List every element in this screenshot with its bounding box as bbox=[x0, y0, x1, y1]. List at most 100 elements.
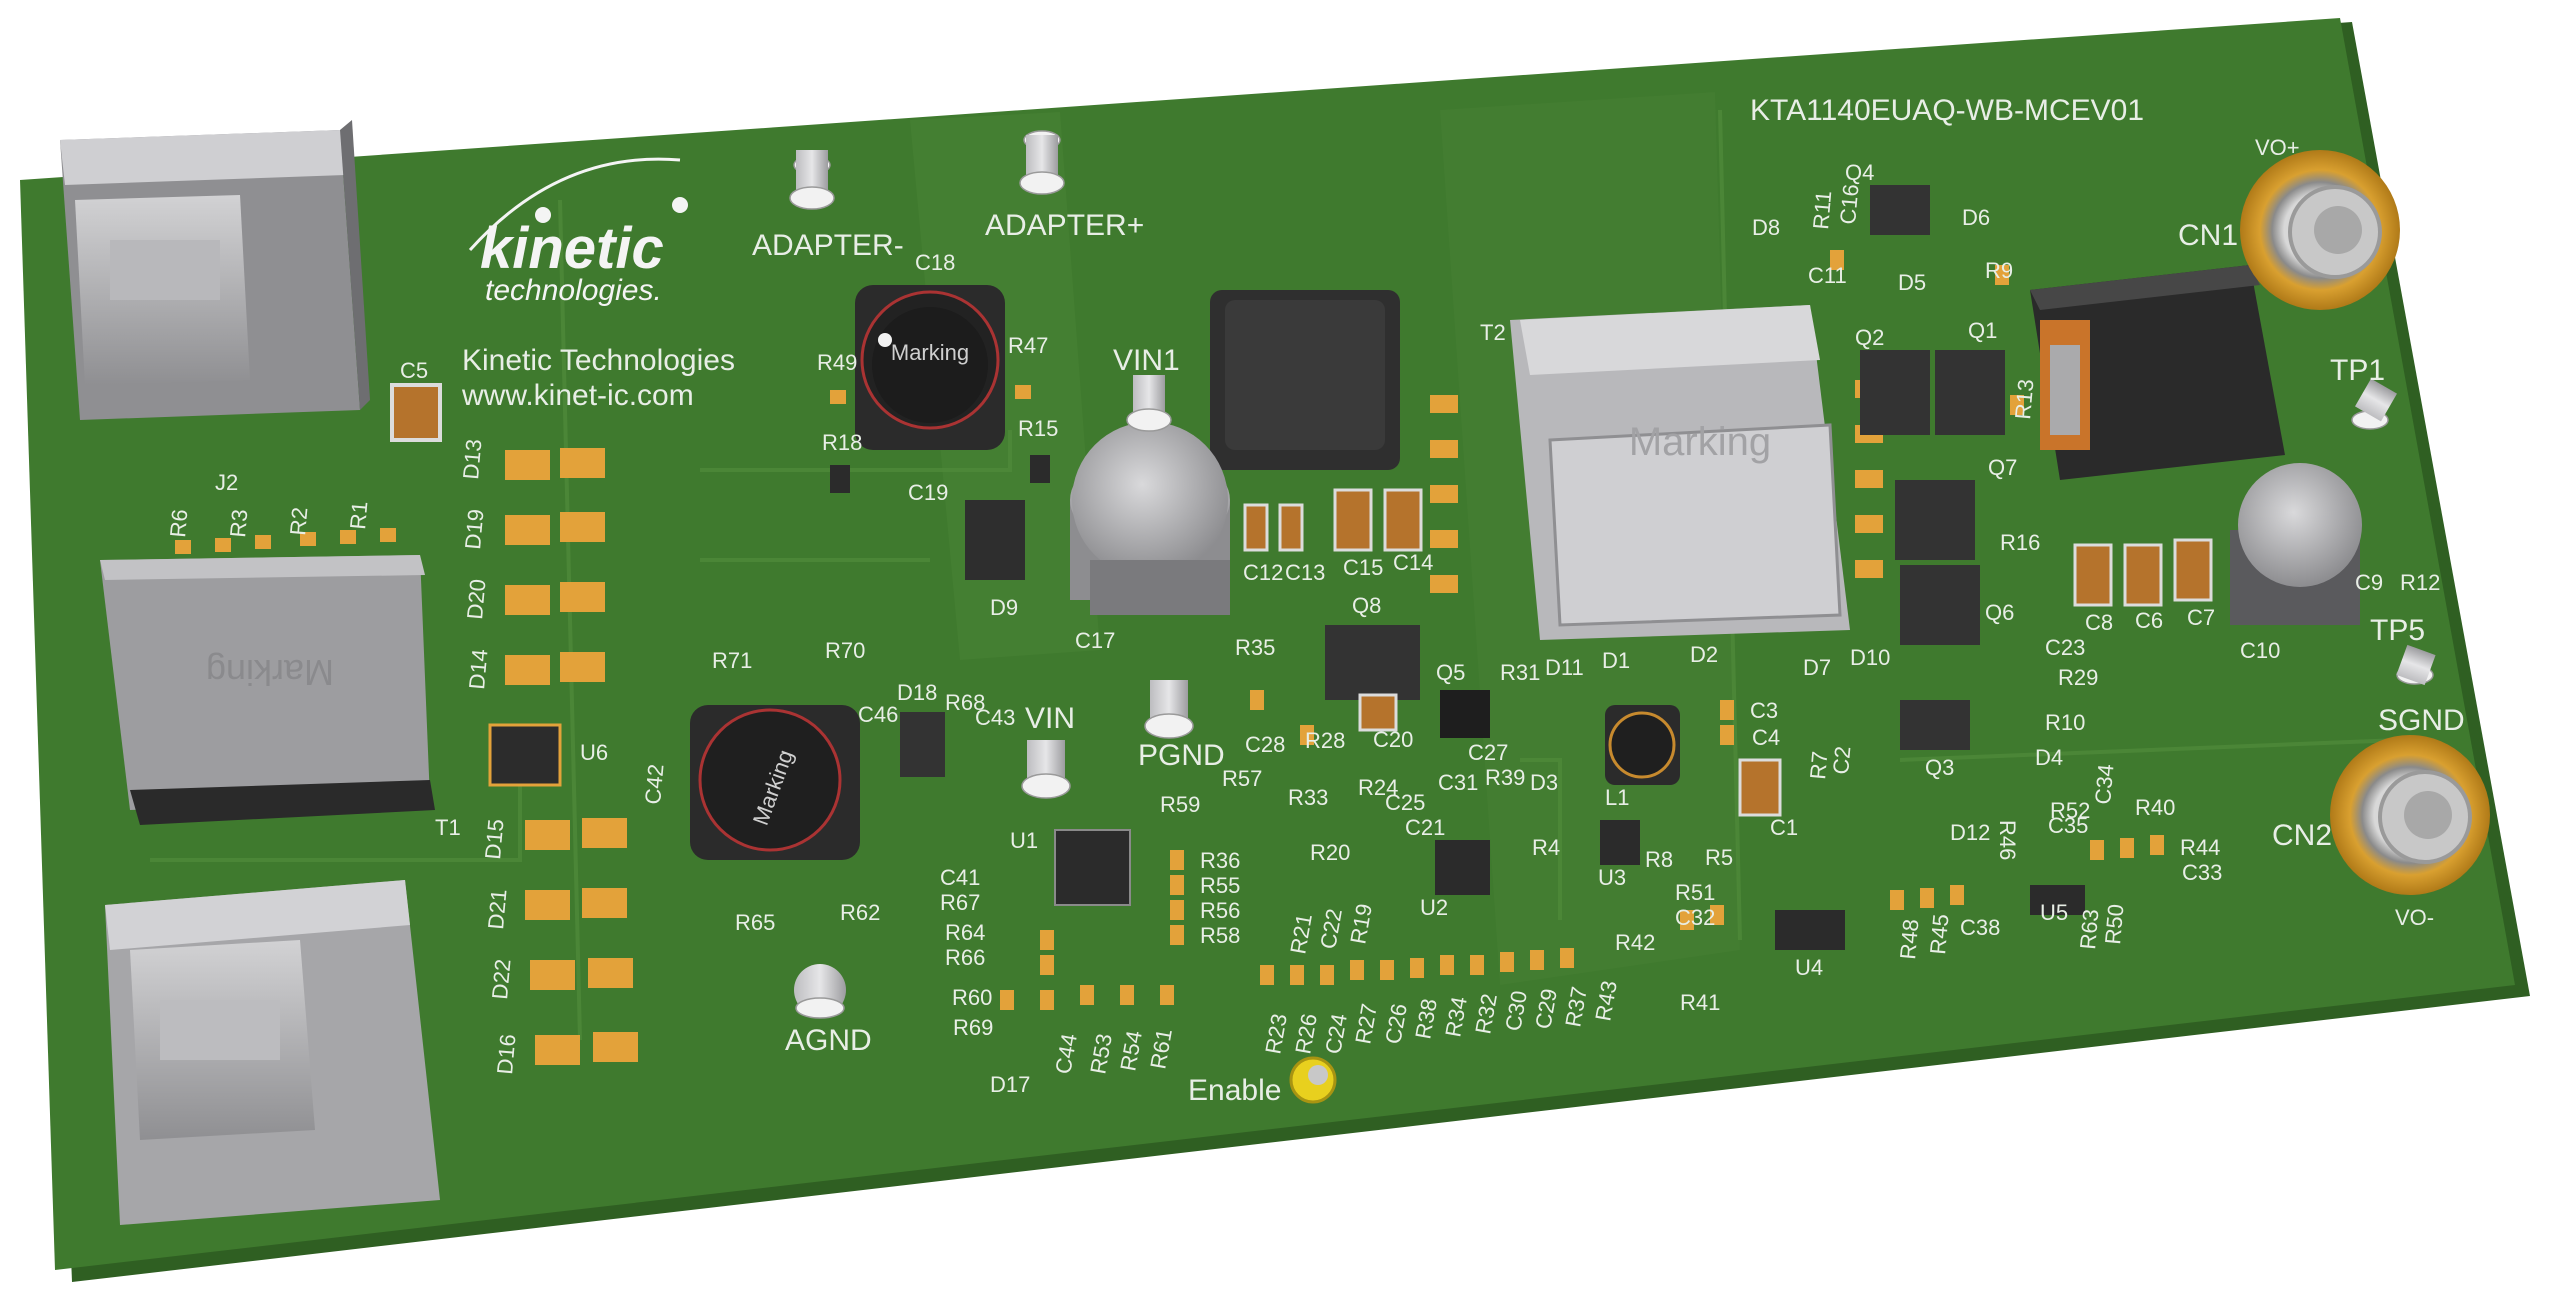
label-r20: R20 bbox=[1310, 840, 1350, 865]
label-tp5: TP5 bbox=[2370, 614, 2425, 647]
company-website: www.kinet-ic.com bbox=[461, 379, 694, 412]
label-d17: D17 bbox=[990, 1072, 1030, 1097]
label-r67: R67 bbox=[940, 890, 980, 915]
label-r24: R24 bbox=[1358, 775, 1398, 800]
label-r18: R18 bbox=[822, 430, 862, 455]
ic-d9 bbox=[965, 500, 1025, 580]
label-u6: U6 bbox=[580, 740, 608, 765]
kinetic-logo: kinetic technologies. bbox=[468, 157, 688, 307]
label-c25: C25 bbox=[1385, 790, 1425, 815]
test-point-adapter-plus[interactable] bbox=[1019, 130, 1065, 195]
label-r33: R33 bbox=[1288, 785, 1328, 810]
label-r13: R13 bbox=[2010, 378, 2038, 420]
label-l1: L1 bbox=[1605, 785, 1629, 810]
label-r15: R15 bbox=[1018, 416, 1058, 441]
label-vin1: VIN1 bbox=[1113, 344, 1180, 377]
label-c31: C31 bbox=[1438, 770, 1478, 795]
logo-text-kinetic: kinetic bbox=[480, 216, 664, 281]
label-q1: Q1 bbox=[1968, 318, 1997, 343]
inductor-l5: Marking bbox=[690, 705, 860, 860]
label-c19: C19 bbox=[908, 480, 948, 505]
label-c21: C21 bbox=[1405, 815, 1445, 840]
label-r36: R36 bbox=[1200, 848, 1240, 873]
label-d19: D19 bbox=[460, 508, 488, 550]
label-d1: D1 bbox=[1602, 648, 1630, 673]
label-d5: D5 bbox=[1898, 270, 1926, 295]
label-d11: D11 bbox=[1545, 655, 1584, 680]
label-c41: C41 bbox=[940, 865, 980, 890]
label-t1: T1 bbox=[435, 815, 461, 840]
label-r68: R68 bbox=[945, 690, 985, 715]
label-c1: C1 bbox=[1770, 815, 1798, 840]
test-point-enable[interactable] bbox=[1289, 1056, 1337, 1104]
label-d14: D14 bbox=[464, 648, 492, 690]
label-r62: R62 bbox=[840, 900, 880, 925]
label-r44: R44 bbox=[2180, 835, 2220, 860]
label-cn2: CN2 bbox=[2272, 819, 2332, 852]
small-passives bbox=[175, 250, 2164, 1010]
inductor-marking: Marking bbox=[891, 340, 969, 365]
label-c9: C9 bbox=[2355, 570, 2383, 595]
label-c28: C28 bbox=[1245, 732, 1285, 757]
label-vo-plus: VO+ bbox=[2255, 135, 2300, 160]
label-r46: R46 bbox=[1995, 820, 2020, 860]
label-c43: C43 bbox=[975, 705, 1015, 730]
label-c6: C6 bbox=[2135, 608, 2163, 633]
label-u5: U5 bbox=[2040, 900, 2068, 925]
label-r71: R71 bbox=[712, 648, 752, 673]
label-r58: R58 bbox=[1200, 923, 1240, 948]
label-c7: C7 bbox=[2187, 605, 2215, 630]
transformer-t1: Marking bbox=[100, 555, 435, 825]
label-vin: VIN bbox=[1025, 702, 1075, 735]
label-r6: R6 bbox=[165, 508, 192, 538]
terminal-cn1[interactable] bbox=[2240, 150, 2400, 310]
label-r70: R70 bbox=[825, 638, 865, 663]
label-q3: Q3 bbox=[1925, 755, 1954, 780]
label-r12: R12 bbox=[2400, 570, 2440, 595]
label-u2: U2 bbox=[1420, 895, 1448, 920]
diode-d18 bbox=[900, 712, 945, 777]
label-r49: R49 bbox=[817, 350, 857, 375]
test-point-vin[interactable] bbox=[1021, 740, 1071, 799]
label-q2: Q2 bbox=[1855, 325, 1884, 350]
label-r47: R47 bbox=[1008, 333, 1048, 358]
ic-q1 bbox=[1935, 350, 2005, 435]
label-q7: Q7 bbox=[1988, 455, 2017, 480]
label-r3: R3 bbox=[225, 508, 252, 538]
label-r29: R29 bbox=[2058, 665, 2098, 690]
ic-u3 bbox=[1600, 820, 1640, 865]
label-tp1: TP1 bbox=[2330, 354, 2385, 387]
label-enable: Enable bbox=[1188, 1074, 1281, 1107]
label-c4: C4 bbox=[1752, 725, 1780, 750]
label-d6: D6 bbox=[1962, 205, 1990, 230]
label-c27: C27 bbox=[1468, 740, 1508, 765]
label-c10: C10 bbox=[2240, 638, 2280, 663]
label-r16: R16 bbox=[2000, 530, 2040, 555]
test-point-agnd[interactable] bbox=[794, 964, 846, 1019]
output-inductor bbox=[2030, 265, 2285, 480]
label-r31: R31 bbox=[1500, 660, 1540, 685]
label-d7: D7 bbox=[1803, 655, 1831, 680]
label-t2: T2 bbox=[1480, 320, 1506, 345]
label-r51: R51 bbox=[1675, 880, 1715, 905]
label-r60: R60 bbox=[952, 985, 992, 1010]
terminal-cn2[interactable] bbox=[2330, 735, 2490, 895]
label-r56: R56 bbox=[1200, 898, 1240, 923]
label-c11: C11 bbox=[1808, 263, 1847, 288]
label-r59: R59 bbox=[1160, 792, 1200, 817]
label-r5: R5 bbox=[1705, 845, 1733, 870]
test-point-vin1[interactable] bbox=[1126, 375, 1172, 432]
label-r7: R7 bbox=[1805, 750, 1832, 780]
test-point-tp1[interactable] bbox=[2351, 378, 2397, 430]
test-point-adapter-minus[interactable] bbox=[789, 150, 835, 210]
label-c23: C23 bbox=[2045, 635, 2085, 660]
tvs-diode-array-top bbox=[505, 448, 605, 685]
label-r4: R4 bbox=[1532, 835, 1560, 860]
test-point-pgnd[interactable] bbox=[1144, 680, 1194, 739]
capacitor-c17 bbox=[1070, 422, 1230, 615]
label-c16: C16 bbox=[1835, 183, 1863, 225]
label-r64: R64 bbox=[945, 920, 985, 945]
label-r35: R35 bbox=[1235, 635, 1275, 660]
test-point-tp5[interactable] bbox=[2396, 644, 2436, 686]
